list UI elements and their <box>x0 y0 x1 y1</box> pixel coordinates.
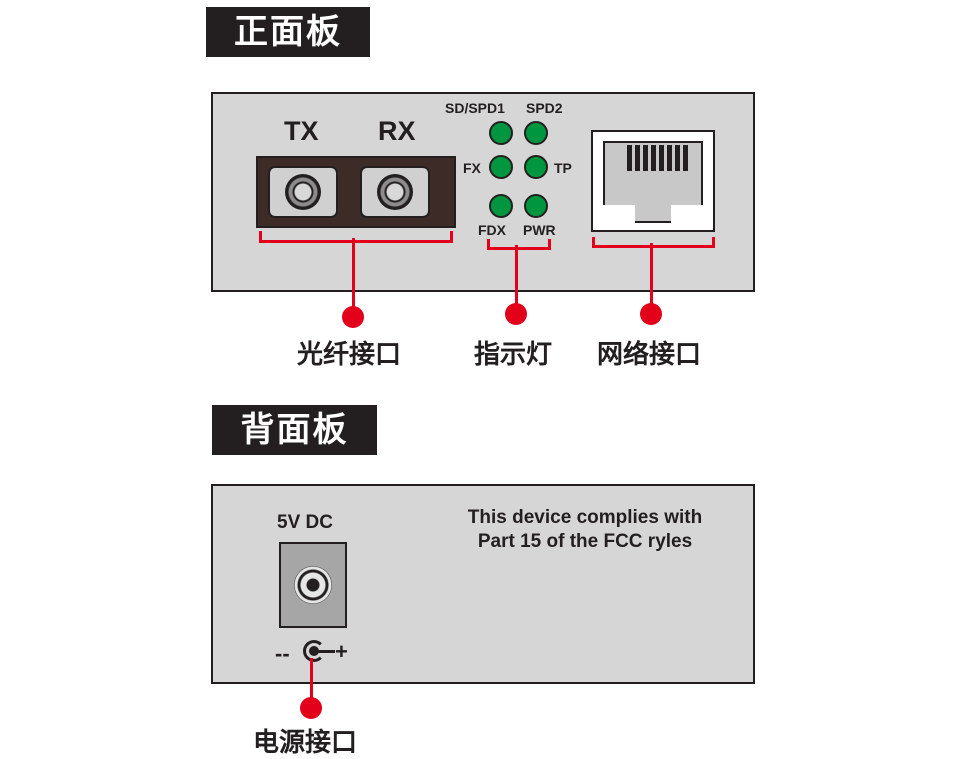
polarity-minus: -- <box>275 641 290 666</box>
fcc-line-2: Part 15 of the FCC ryles <box>477 531 693 552</box>
led-label-fx: FX <box>463 160 481 176</box>
led-sd-spd1-icon <box>489 121 513 145</box>
fiber-callout-dot <box>342 306 364 328</box>
dc-polarity-icon: -- + <box>273 638 363 668</box>
dc-jack-icon <box>279 542 347 628</box>
rj45-port-icon <box>591 130 715 232</box>
front-panel-title: 正面板 <box>206 7 370 57</box>
back-panel-title: 背面板 <box>212 405 377 455</box>
rx-fiber-port-icon <box>360 166 430 218</box>
tx-fiber-port-icon <box>268 166 338 218</box>
network-callout-label: 网络接口 <box>597 340 702 370</box>
indicator-callout-label: 指示灯 <box>474 340 553 370</box>
led-bracket <box>487 239 551 250</box>
back-panel: 5V DC -- + This device complies with Par… <box>211 484 755 684</box>
fiber-bracket <box>259 231 453 243</box>
fcc-line-1: This device complies with <box>467 507 703 528</box>
fiber-callout-label: 光纤接口 <box>297 340 402 370</box>
fiber-connector-block <box>256 156 456 228</box>
led-label-tp: TP <box>554 160 572 176</box>
front-panel: TX RX SD/SPD1 SPD2 FX TP FDX PWR <box>211 92 755 292</box>
fcc-notice: This device complies with Part 15 of the… <box>445 506 725 554</box>
led-label-sd-spd1: SD/SPD1 <box>445 100 505 116</box>
led-label-fdx: FDX <box>478 222 506 238</box>
power-label: 5V DC <box>277 512 333 533</box>
rx-label: RX <box>378 116 416 146</box>
led-tp-icon <box>524 155 548 179</box>
led-fx-icon <box>489 155 513 179</box>
led-label-pwr: PWR <box>523 222 556 238</box>
power-callout-label: 电源接口 <box>253 728 358 758</box>
tx-label: TX <box>284 116 319 146</box>
led-fdx-icon <box>489 194 513 218</box>
led-label-spd2: SPD2 <box>526 100 563 116</box>
rj45-bracket <box>592 237 715 248</box>
led-spd2-icon <box>524 121 548 145</box>
led-pwr-icon <box>524 194 548 218</box>
network-callout-dot <box>640 303 662 325</box>
indicator-callout-dot <box>505 303 527 325</box>
power-callout-dot <box>300 697 322 719</box>
polarity-plus: + <box>335 639 348 664</box>
